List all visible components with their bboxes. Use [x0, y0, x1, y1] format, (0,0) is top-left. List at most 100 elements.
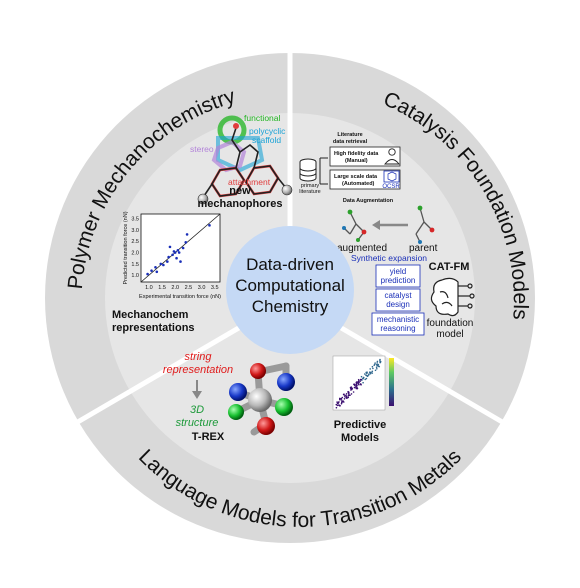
- literature-bracket: [319, 157, 328, 185]
- trex-label: T-REX: [192, 431, 225, 443]
- scatter-xtick: 2.5: [185, 285, 193, 291]
- mechanistic-reasoning-box: [371, 312, 425, 336]
- scatter-point: [167, 255, 170, 259]
- scatter-point: [181, 246, 185, 250]
- mechanochem-repr-line1: Mechanochem: [112, 309, 189, 321]
- parity-point: [347, 394, 350, 397]
- parity-point: [344, 396, 347, 398]
- scatter-ytick: 1.5: [131, 262, 139, 268]
- database-icon: [299, 158, 317, 182]
- parity-point: [362, 381, 364, 384]
- transition-metal-complex-3d: [228, 362, 295, 436]
- augmented-molecule: [342, 209, 367, 242]
- predictive-models-2: Models: [341, 432, 379, 444]
- parity-point: [375, 366, 378, 369]
- parity-point: [368, 373, 370, 375]
- string-repr-2: representation: [163, 364, 233, 376]
- label-polycyclic: polycyclic: [249, 126, 286, 136]
- colorbar: [389, 358, 394, 406]
- scatter-point: [162, 263, 165, 267]
- parity-plot: [332, 355, 394, 411]
- center-title-line1: Data-driven: [246, 255, 334, 274]
- high-fidelity-2: (Manual): [345, 158, 368, 164]
- primary-literature-2: literature: [299, 189, 320, 195]
- yield-prediction-box: [375, 264, 421, 288]
- parity-point: [372, 367, 374, 370]
- foundation-model-2: model: [436, 329, 463, 340]
- scatter-point: [184, 241, 188, 244]
- string-repr-1: string: [185, 351, 213, 363]
- catalyst-design-box: [375, 288, 421, 312]
- parity-point: [350, 388, 353, 391]
- parent-molecule: [415, 205, 435, 244]
- scatter-xtick: 3.5: [211, 285, 219, 291]
- parity-point: [360, 375, 363, 378]
- parity-point: [342, 393, 345, 396]
- scatter-point: [173, 251, 177, 254]
- parity-point: [376, 364, 378, 367]
- parity-point: [371, 370, 374, 373]
- scatter-point: [146, 272, 149, 276]
- parity-point: [345, 393, 348, 395]
- parity-point: [371, 372, 374, 374]
- parity-point: [356, 384, 358, 387]
- parity-point: [362, 376, 365, 379]
- scatter-point: [159, 262, 163, 266]
- task-catalyst-1: catalyst: [384, 291, 412, 300]
- augmented-label: augmented: [337, 243, 387, 254]
- new-mechanophores-line2: mechanophores: [198, 198, 283, 210]
- parity-point: [366, 371, 368, 374]
- scientist-icon: [384, 148, 400, 165]
- parity-point: [379, 361, 382, 364]
- parity-point: [345, 395, 348, 398]
- scatter-point: [208, 224, 211, 227]
- center-title-line2: Computational: [235, 276, 345, 295]
- parity-point: [360, 384, 362, 386]
- parity-point: [374, 362, 376, 364]
- scatter-point: [185, 233, 189, 236]
- scatter-xtick: 2.0: [171, 285, 179, 291]
- scatter-xlabel: Experimental transition force (nN): [139, 294, 221, 300]
- high-fidelity-1: High fidelity data: [334, 151, 379, 157]
- brain-network-icon: [430, 277, 475, 317]
- scatter-point: [171, 253, 174, 257]
- literature-title-2: data retrieval: [333, 139, 368, 145]
- parity-point: [335, 403, 338, 406]
- scatter-xtick: 1.0: [145, 285, 153, 291]
- parity-point: [368, 371, 371, 374]
- label-functional: functional: [244, 113, 280, 123]
- high-fidelity-box: [329, 146, 401, 167]
- parity-point: [350, 393, 353, 395]
- task-mechanistic-1: mechanistic: [377, 315, 419, 324]
- parity-point: [353, 383, 355, 386]
- parity-point: [341, 396, 344, 399]
- augmentation-arrow: [372, 220, 408, 230]
- mechanophore-molecule: [197, 115, 293, 205]
- mechanochem-repr-line2: representations: [112, 322, 195, 334]
- parity-point: [338, 404, 340, 406]
- parity-point: [377, 363, 380, 366]
- parity-point: [336, 402, 339, 405]
- parity-point: [341, 400, 343, 403]
- literature-title-1: Literature: [337, 132, 362, 138]
- parent-label: parent: [409, 243, 438, 254]
- task-catalyst-2: design: [386, 300, 410, 309]
- parity-point: [355, 381, 358, 384]
- parity-point: [369, 368, 372, 370]
- down-arrow: [192, 380, 202, 399]
- ocsr-label: OCSR: [382, 184, 400, 190]
- scatter-point: [154, 265, 157, 269]
- parity-point: [339, 398, 341, 401]
- parity-point: [347, 393, 350, 395]
- parity-point: [340, 399, 343, 401]
- parity-point: [336, 401, 338, 403]
- foundation-model-1: foundation: [427, 318, 474, 329]
- parity-point: [376, 360, 379, 363]
- parity-point: [358, 383, 360, 386]
- task-yield-2: prediction: [381, 276, 416, 285]
- augmentation-title: Data Augmentation: [343, 198, 394, 204]
- scatter-point: [179, 260, 182, 263]
- center-title-line3: Chemistry: [252, 297, 329, 316]
